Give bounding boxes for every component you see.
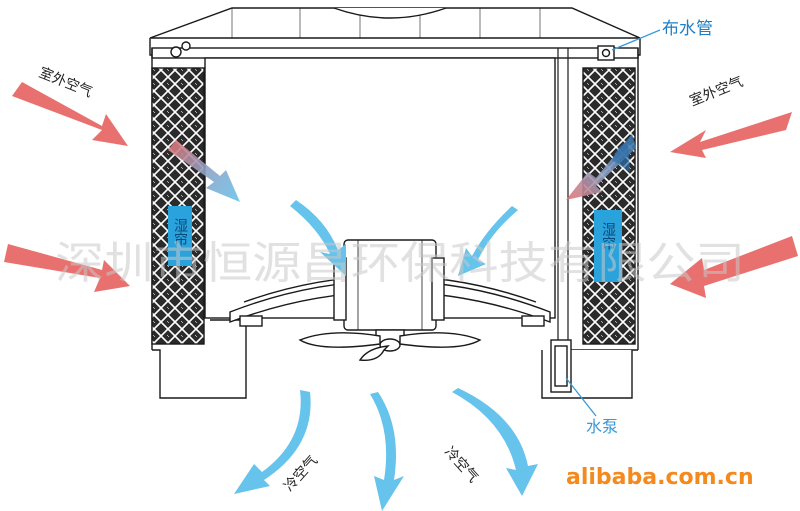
label-cold-air-right: 冷空气 bbox=[441, 444, 481, 486]
cooling-air-arrow-left bbox=[168, 140, 240, 202]
cold-air-arrow-inner-right bbox=[458, 206, 518, 276]
label-outside-air-right: 室外空气 bbox=[687, 73, 745, 110]
watermark-site: alibaba.com.cn bbox=[566, 465, 754, 490]
label-water-pump: 水泵 bbox=[586, 417, 618, 436]
label-water-pipe: 布水管 bbox=[662, 19, 713, 39]
callout-lines bbox=[565, 29, 661, 417]
fan-assembly bbox=[229, 239, 551, 361]
hot-air-arrow-right-bottom bbox=[670, 236, 798, 298]
hot-air-arrows bbox=[4, 82, 798, 298]
hot-air-arrow-left-bottom bbox=[4, 244, 130, 292]
outlet-cold-air-arrows bbox=[234, 388, 538, 511]
hot-air-arrow-left-top bbox=[12, 82, 128, 146]
cooling-air-arrow-right-2 bbox=[612, 140, 630, 172]
pad-tag-right: 湿帘 bbox=[594, 210, 622, 282]
watermark-company: 深圳市恒源昌环保科技有限公司 bbox=[55, 238, 745, 289]
pad-label-left: 湿帘 bbox=[172, 218, 188, 246]
hot-air-arrow-right-top bbox=[670, 112, 792, 158]
pad-tag-left: 湿帘 bbox=[168, 206, 192, 266]
inner-cold-air-arrows bbox=[290, 200, 518, 276]
cold-air-arrow-out-center bbox=[370, 392, 404, 511]
pad-label-right: 湿帘 bbox=[600, 222, 616, 250]
water-distribution-pipe bbox=[550, 45, 615, 393]
cold-air-arrow-inner-left bbox=[290, 200, 346, 276]
cold-air-arrow-out-right bbox=[452, 388, 538, 496]
cold-air-arrow-out-left bbox=[234, 390, 311, 494]
wet-pad-right bbox=[582, 67, 636, 345]
